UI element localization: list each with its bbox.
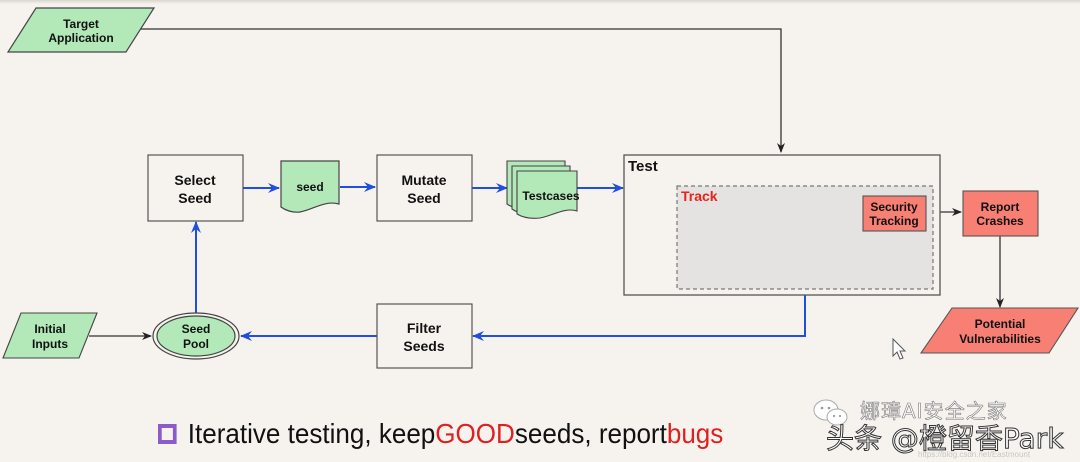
- node-target-application[interactable]: Target Application: [6, 7, 156, 53]
- filter-seeds-line1: Filter: [407, 320, 442, 336]
- mutate-seed-line1: Mutate: [401, 172, 446, 188]
- track-label: Track: [681, 188, 718, 204]
- initial-inputs-line2: Inputs: [32, 337, 68, 351]
- node-security-tracking[interactable]: Security Tracking: [862, 195, 927, 232]
- potential-vulnerabilities-line1: Potential: [975, 317, 1026, 331]
- watermark-channel: 娜璋AI安全之家: [860, 399, 1008, 424]
- test-label: Test: [628, 158, 658, 175]
- node-filter-seeds[interactable]: Filter Seeds: [376, 303, 473, 369]
- target-application-line2: Application: [48, 31, 113, 45]
- select-seed-line2: Seed: [178, 190, 211, 206]
- caption-bugs: bugs: [666, 418, 724, 449]
- edge-target-to-test: [140, 28, 785, 153]
- filter-seeds-line2: Seeds: [403, 338, 444, 354]
- report-crashes-line1: Report: [981, 200, 1020, 214]
- seed-pool-line1: Seed: [182, 322, 211, 336]
- caption-part1: Iterative testing, keep: [187, 418, 436, 449]
- select-seed-line1: Select: [174, 172, 216, 188]
- node-testcases[interactable]: Testcases: [506, 160, 580, 219]
- node-initial-inputs[interactable]: Initial Inputs: [2, 312, 98, 359]
- initial-inputs-line1: Initial: [34, 322, 65, 336]
- watermark-author: 头条 @橙留香Park: [825, 422, 1064, 456]
- square-bullet-icon: [158, 424, 177, 444]
- node-potential-vulnerabilities[interactable]: Potential Vulnerabilities: [919, 307, 1080, 354]
- node-seed[interactable]: seed: [280, 160, 340, 213]
- edge-track-to-filter: [472, 289, 806, 341]
- caption-part2: seeds, report: [514, 418, 667, 449]
- node-select-seed[interactable]: Select Seed: [147, 154, 244, 222]
- security-tracking-line1: Security: [870, 200, 918, 214]
- caption: Iterative testing, keep GOOD seeds, repo…: [158, 414, 723, 454]
- node-seed-pool[interactable]: Seed Pool: [152, 312, 240, 360]
- seed-label: seed: [296, 180, 323, 194]
- testcases-label: Testcases: [522, 189, 579, 203]
- wechat-icon: [813, 399, 848, 426]
- top-shadow-bar: [0, 0, 1080, 4]
- mutate-seed-line2: Seed: [407, 190, 440, 206]
- node-mutate-seed[interactable]: Mutate Seed: [376, 154, 473, 222]
- report-crashes-line2: Crashes: [976, 214, 1024, 228]
- node-report-crashes[interactable]: Report Crashes: [962, 190, 1039, 237]
- mouse-cursor-icon: [892, 337, 907, 360]
- potential-vulnerabilities-line2: Vulnerabilities: [959, 332, 1041, 346]
- security-tracking-line2: Tracking: [869, 214, 918, 228]
- seed-pool-line2: Pool: [183, 337, 209, 351]
- caption-good: GOOD: [435, 418, 515, 449]
- watermark-url: https://blog.csdn.net/Eastmount: [918, 450, 1031, 459]
- target-application-line1: Target: [63, 17, 99, 31]
